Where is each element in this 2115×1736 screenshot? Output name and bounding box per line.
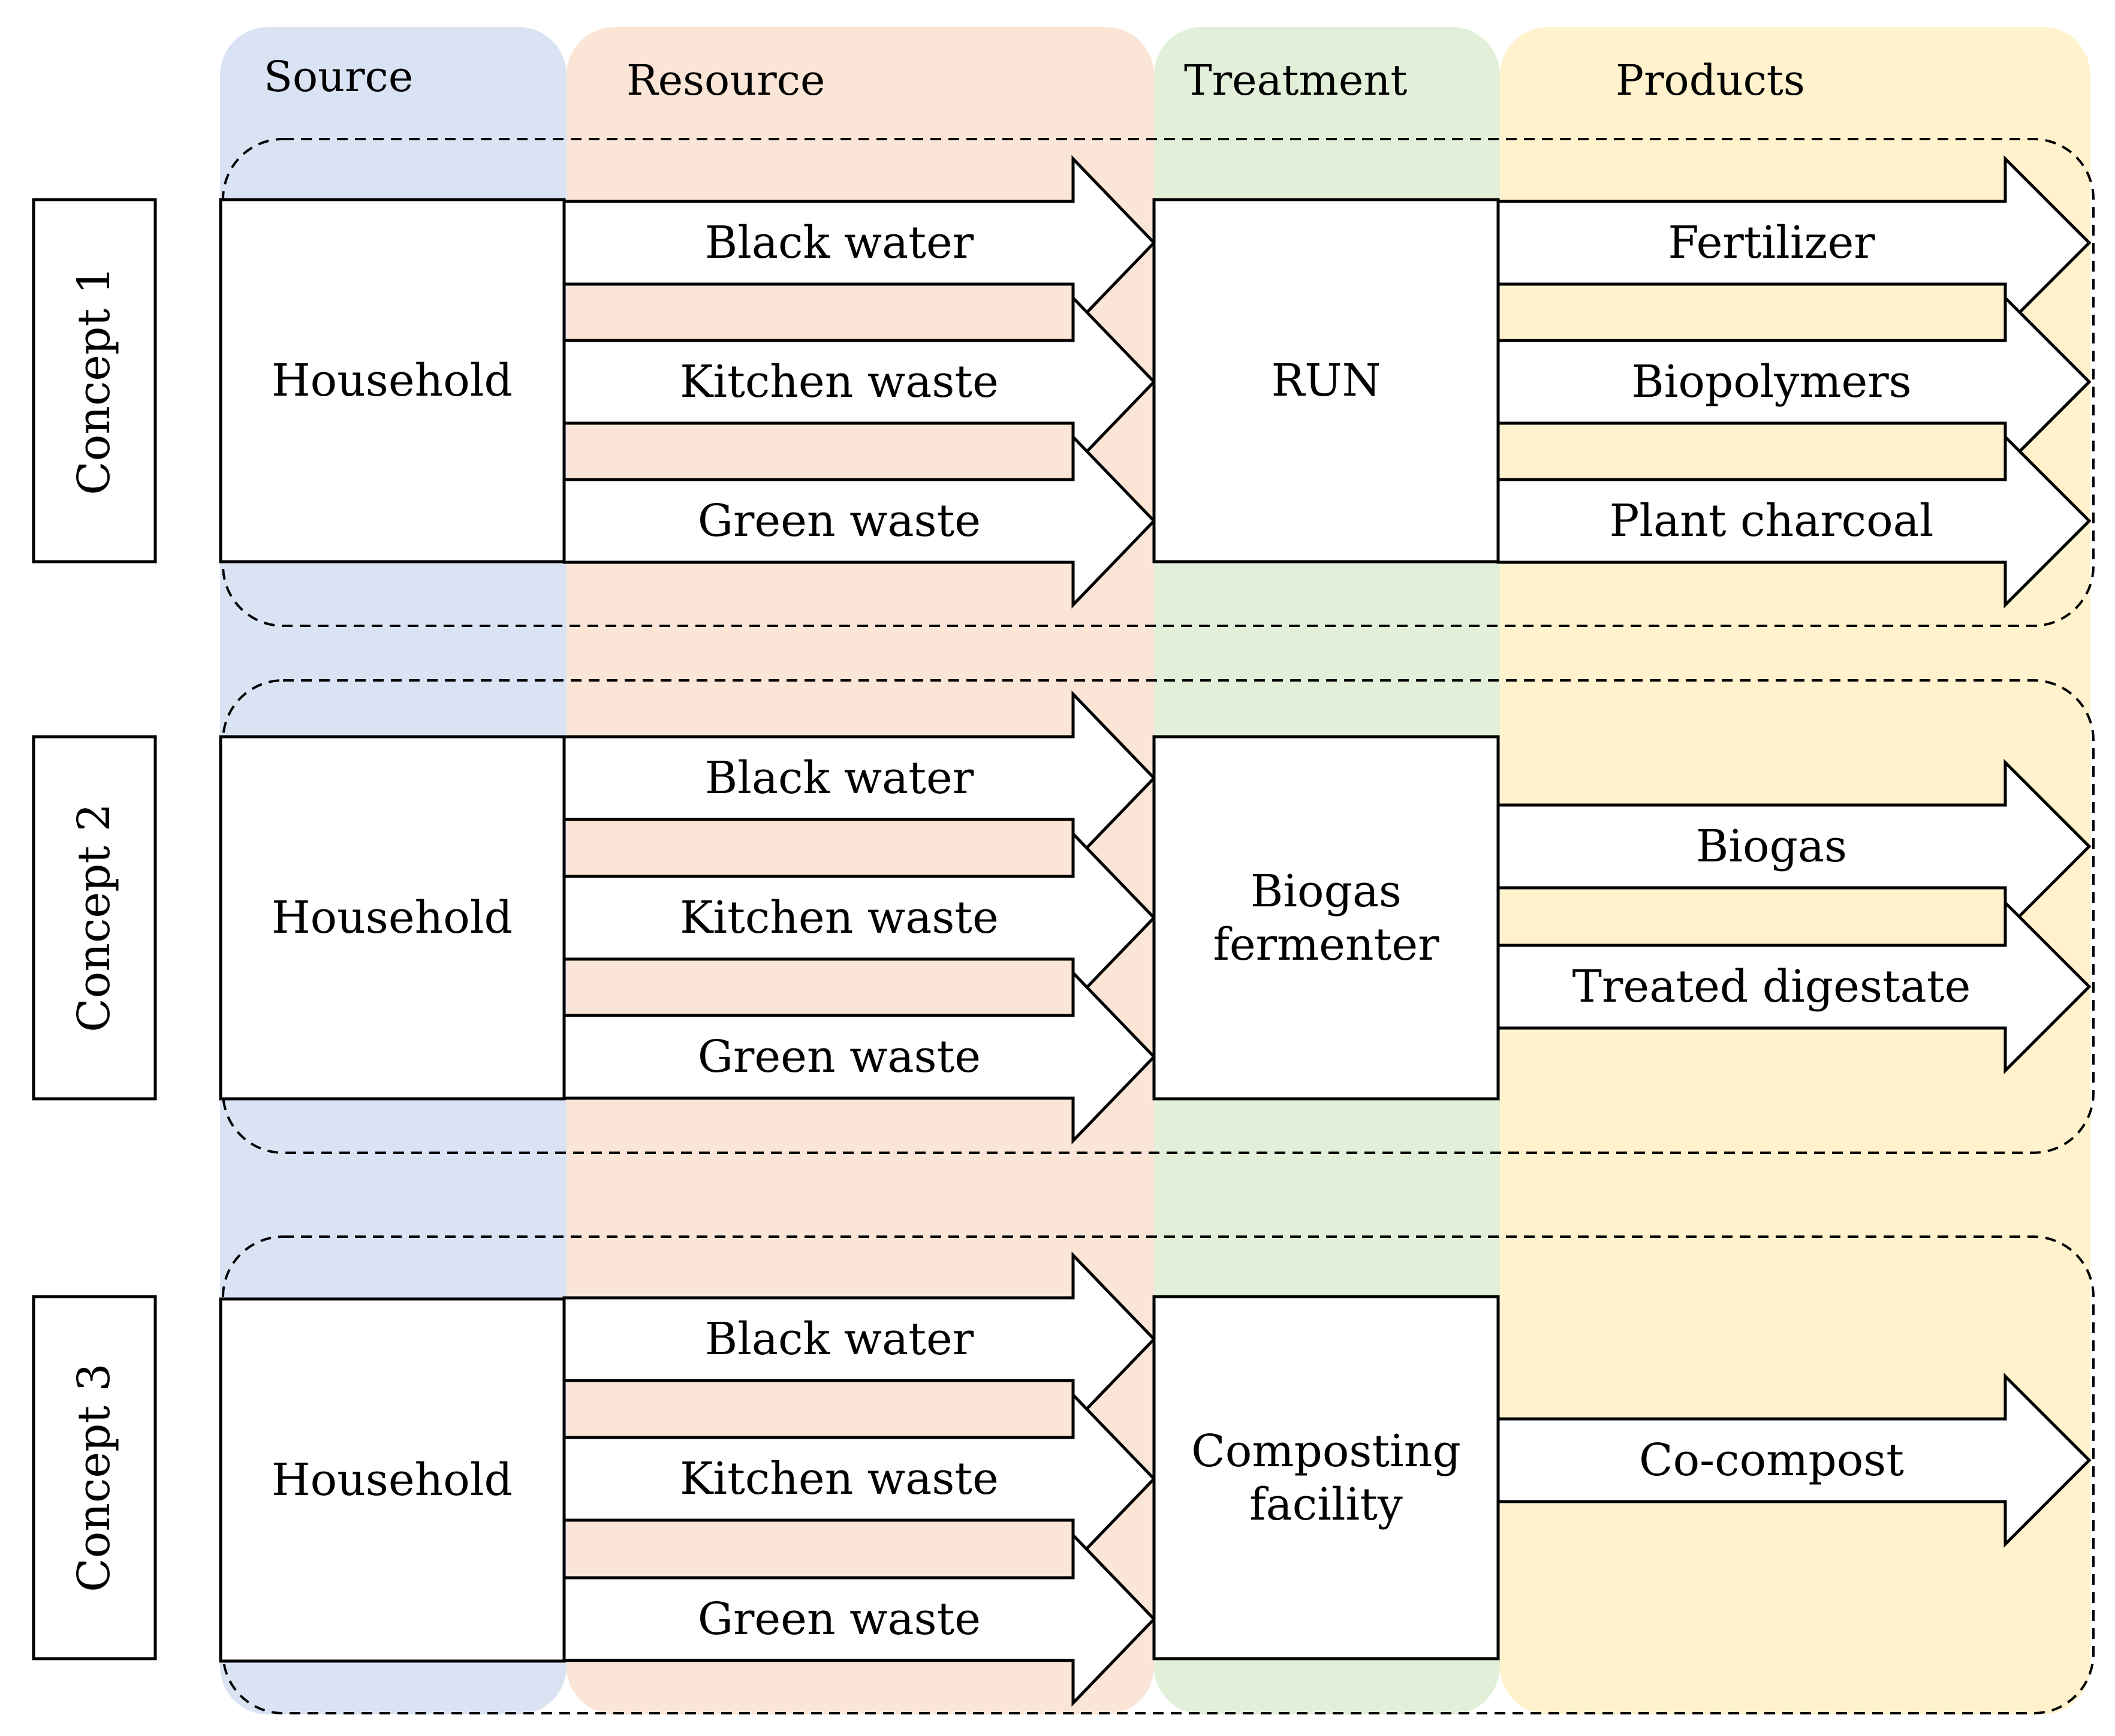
concept-1-resource-label-3: Green waste bbox=[698, 495, 981, 547]
concept-1-product-arrow-2 bbox=[1496, 294, 2092, 470]
concept-1-resource-label-2: Kitchen waste bbox=[680, 356, 999, 408]
concept-2-treatment-label-2: fermenter bbox=[1213, 919, 1439, 971]
concept-3-label: Concept 3 bbox=[68, 1363, 120, 1592]
concept-2-source-box bbox=[219, 735, 566, 1101]
concept-3-treatment-box bbox=[1152, 1295, 1500, 1660]
concept-2-label: Concept 2 bbox=[68, 803, 120, 1032]
concept-1-product-label-2: Biopolymers bbox=[1631, 356, 1911, 408]
concept-3-product-label-1: Co-compost bbox=[1639, 1434, 1904, 1486]
concept-1-source-label: Household bbox=[272, 355, 513, 406]
concept-3-resource-label-2: Kitchen waste bbox=[680, 1453, 999, 1505]
concept-2-group: Concept 2 Household Black water Kitchen … bbox=[32, 679, 2095, 1154]
concept-2-resource-label-2: Kitchen waste bbox=[680, 892, 999, 944]
concept-2-resource-label-1: Black water bbox=[705, 752, 974, 804]
concept-2-product-label-2: Treated digestate bbox=[1572, 961, 1971, 1012]
concept-3-resource-label-3: Green waste bbox=[698, 1593, 981, 1645]
concept-1-product-label-1: Fertilizer bbox=[1668, 217, 1875, 269]
concept-3-source-box bbox=[219, 1297, 566, 1663]
column-title-resource: Resource bbox=[626, 56, 825, 105]
concept-1-resource-arrow-2 bbox=[562, 294, 1156, 470]
concept-2-product-arrow-2 bbox=[1496, 899, 2092, 1075]
column-title-source: Source bbox=[264, 52, 413, 101]
column-title-treatment: Treatment bbox=[1184, 56, 1407, 105]
concept-1-label: Concept 1 bbox=[68, 266, 120, 495]
concept-3-resource-arrow-1 bbox=[562, 1251, 1156, 1427]
concept-1-resource-arrow-1 bbox=[562, 155, 1156, 331]
concept-2-treatment-box bbox=[1152, 735, 1500, 1101]
concept-3-product-arrow-1 bbox=[1496, 1372, 2092, 1548]
concept-2-product-arrow-1 bbox=[1496, 758, 2092, 935]
concept-3-label-box bbox=[32, 1295, 157, 1660]
concept-1-product-arrow-1 bbox=[1496, 155, 2092, 331]
concept-1-treatment-label-1: RUN bbox=[1272, 355, 1381, 406]
concept-1-resource-arrow-3 bbox=[562, 433, 1156, 609]
concept-2-treatment-label-1: Biogas bbox=[1251, 866, 1402, 917]
concept-2-resource-arrow-2 bbox=[562, 830, 1156, 1006]
concept-1-source-box bbox=[219, 198, 566, 563]
concept-1-label-box bbox=[32, 198, 157, 563]
concept-2-label-box bbox=[32, 735, 157, 1101]
concept-2-resource-label-3: Green waste bbox=[698, 1031, 981, 1083]
concept-2-resource-arrow-3 bbox=[562, 969, 1156, 1145]
concept-3-group: Concept 3 Household Black water Kitchen … bbox=[32, 1235, 2095, 1714]
concept-1-group: Concept 1 Household Black water Kitchen … bbox=[32, 138, 2095, 627]
column-band-resource bbox=[567, 27, 1154, 1714]
concept-2-source-label: Household bbox=[272, 892, 513, 944]
concept-3-source-label: Household bbox=[272, 1454, 513, 1506]
concept-3-resource-arrow-2 bbox=[562, 1391, 1156, 1567]
concept-2-resource-arrow-1 bbox=[562, 690, 1156, 866]
concept-1-product-arrow-3 bbox=[1496, 433, 2092, 609]
column-title-products: Products bbox=[1616, 56, 1805, 105]
concept-3-treatment-label-2: facility bbox=[1249, 1479, 1403, 1530]
concept-3-treatment-label-1: Composting bbox=[1191, 1425, 1461, 1477]
concept-2-product-label-1: Biogas bbox=[1696, 821, 1847, 872]
concept-2-frame bbox=[222, 679, 2095, 1154]
concept-1-resource-label-1: Black water bbox=[705, 217, 974, 269]
concept-1-product-label-3: Plant charcoal bbox=[1610, 495, 1934, 547]
concept-3-resource-label-1: Black water bbox=[705, 1313, 974, 1365]
concept-3-resource-arrow-3 bbox=[562, 1531, 1156, 1707]
